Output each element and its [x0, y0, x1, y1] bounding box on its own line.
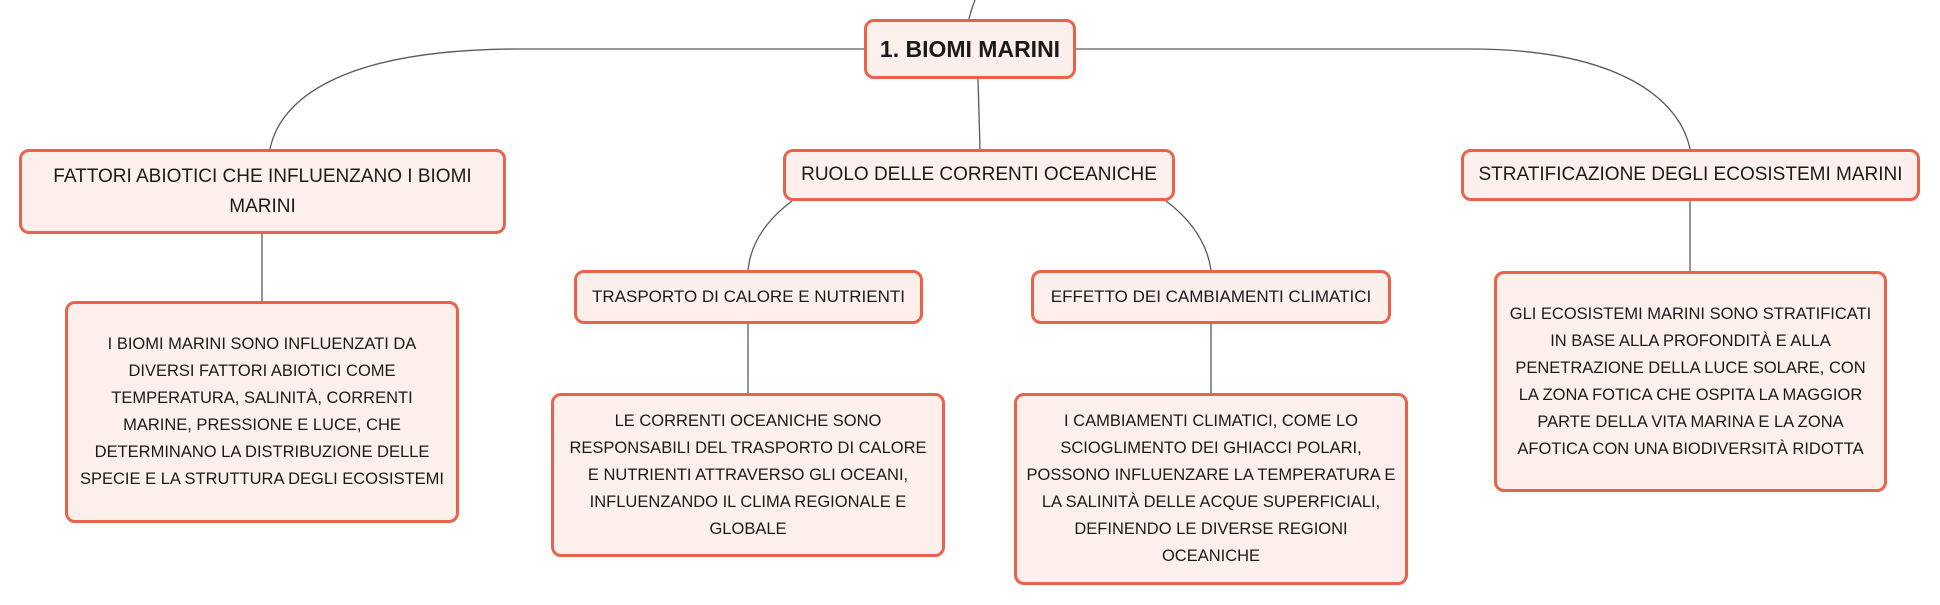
- root-topic-node[interactable]: 1. BIOMI MARINI: [864, 19, 1076, 79]
- connector-currents-to-climate: [1165, 200, 1212, 271]
- topic-label-stratification: STRATIFICAZIONE DEGLI ECOSISTEMI MARINI: [1478, 164, 1903, 185]
- detail-node-climate-effect[interactable]: I CAMBIAMENTI CLIMATICI, COME LO SCIOGLI…: [1014, 393, 1408, 585]
- topic-node-stratification[interactable]: STRATIFICAZIONE DEGLI ECOSISTEMI MARINI: [1461, 149, 1920, 201]
- subtopic-node-heat-transport[interactable]: TRASPORTO DI CALORE E NUTRIENTI: [574, 270, 923, 324]
- topic-node-ocean-currents[interactable]: RUOLO DELLE CORRENTI OCEANICHE: [783, 149, 1175, 201]
- detail-node-heat-transport[interactable]: LE CORRENTI OCEANICHE SONO RESPONSABILI …: [551, 393, 945, 557]
- detail-text-abiotic-factors: I BIOMI MARINI SONO INFLUENZATI DA DIVER…: [80, 335, 444, 488]
- subtopic-label-heat-transport: TRASPORTO DI CALORE E NUTRIENTI: [592, 287, 905, 306]
- subtopic-node-climate-effect[interactable]: EFFETTO DEI CAMBIAMENTI CLIMATICI: [1031, 270, 1391, 324]
- topic-node-abiotic-factors[interactable]: FATTORI ABIOTICI CHE INFLUENZANO I BIOMI…: [19, 149, 506, 234]
- root-topic-label: 1. BIOMI MARINI: [879, 35, 1061, 62]
- connector-parent-to-root: [968, 0, 976, 20]
- detail-node-abiotic-factors[interactable]: I BIOMI MARINI SONO INFLUENZATI DA DIVER…: [65, 301, 459, 523]
- detail-text-heat-transport: LE CORRENTI OCEANICHE SONO RESPONSABILI …: [569, 411, 927, 538]
- detail-node-stratification[interactable]: GLI ECOSISTEMI MARINI SONO STRATIFICATI …: [1494, 271, 1887, 492]
- connector-currents-to-heat: [747, 200, 793, 271]
- topic-label-ocean-currents: RUOLO DELLE CORRENTI OCEANICHE: [801, 164, 1157, 185]
- detail-text-stratification: GLI ECOSISTEMI MARINI SONO STRATIFICATI …: [1509, 304, 1872, 458]
- detail-text-climate-effect: I CAMBIAMENTI CLIMATICI, COME LO SCIOGLI…: [1026, 412, 1396, 565]
- subtopic-label-climate-effect: EFFETTO DEI CAMBIAMENTI CLIMATICI: [1050, 287, 1372, 306]
- connector-root-to-stratification: [1076, 48, 1691, 150]
- connector-root-to-currents: [977, 78, 981, 150]
- topic-label-abiotic-factors: FATTORI ABIOTICI CHE INFLUENZANO I BIOMI…: [53, 165, 472, 217]
- connector-root-to-abiotic: [269, 48, 864, 150]
